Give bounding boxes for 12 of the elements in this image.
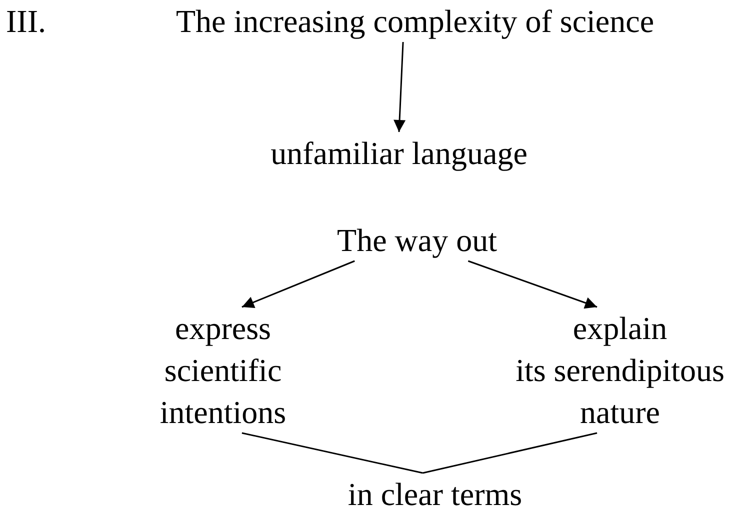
node-text: in clear terms (348, 475, 522, 514)
arrow (394, 42, 406, 132)
connector-line (242, 432, 423, 474)
section-number: III. (6, 2, 46, 41)
node-text: express scientific intentions (160, 309, 286, 432)
node-text: explain its serendipitous nature (516, 309, 724, 432)
arrow (242, 260, 355, 308)
arrow (468, 260, 598, 309)
node-text: The increasing complexity of science (176, 2, 654, 41)
node-text: The way out (337, 221, 497, 260)
connector-line (422, 432, 598, 474)
node-text: unfamiliar language (270, 134, 528, 173)
